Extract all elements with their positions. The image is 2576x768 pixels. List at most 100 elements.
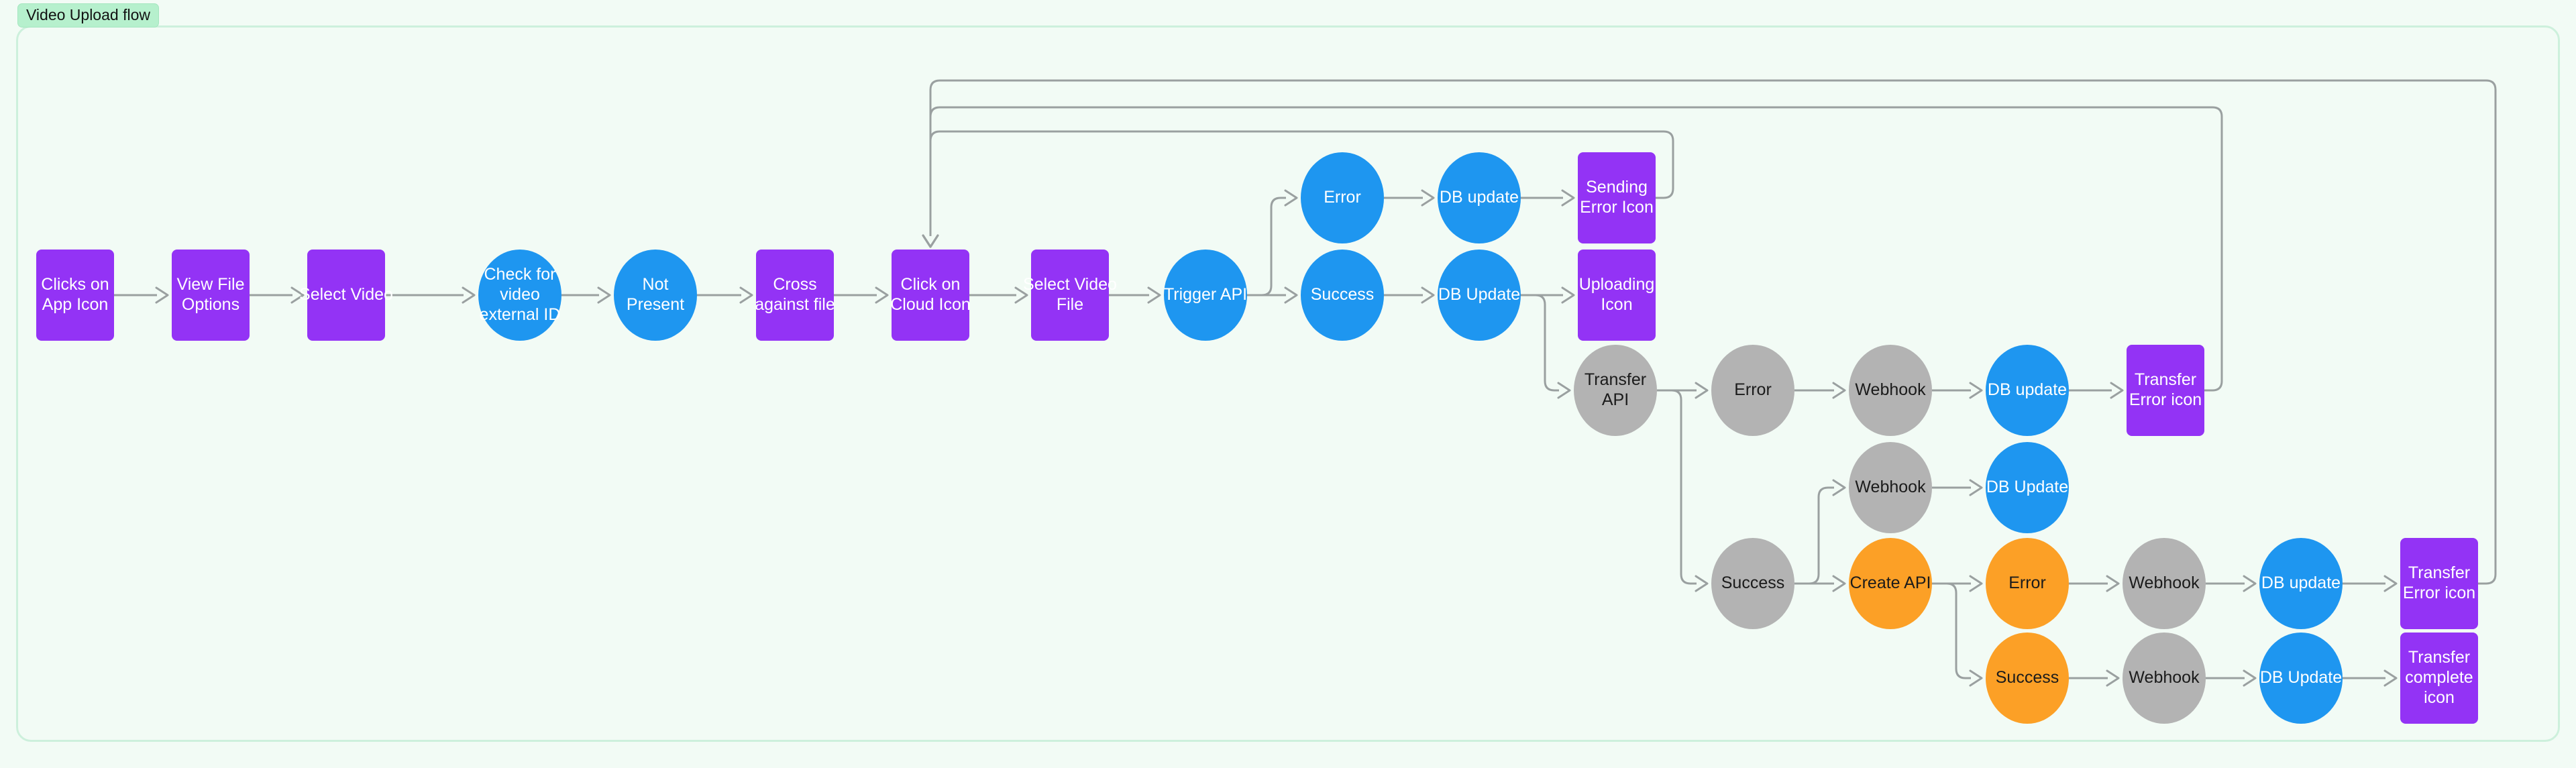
node-label: Webhook	[1855, 380, 1926, 399]
flow-node[interactable]: DB update	[1438, 152, 1521, 243]
flow-node[interactable]: Success	[1301, 250, 1384, 341]
node-shape-rect	[756, 250, 834, 341]
arrowhead	[1561, 286, 1575, 304]
node-label: Webhook	[2129, 668, 2200, 687]
arrowhead	[1832, 575, 1846, 592]
node-shape-rect	[1031, 250, 1109, 341]
flow-node[interactable]: Create API	[1849, 538, 1932, 629]
edge	[1521, 294, 1559, 392]
edge	[929, 106, 2223, 392]
arrowhead	[1557, 382, 1571, 399]
flow-node[interactable]: Webhook	[2123, 633, 2206, 724]
arrowhead	[1284, 189, 1298, 207]
node-shape-ellipse	[478, 250, 561, 341]
flow-node[interactable]: DB update	[1986, 345, 2069, 436]
arrowhead	[2110, 382, 2124, 399]
arrowhead	[1969, 669, 1983, 687]
flow-node[interactable]: Trigger API	[1164, 250, 1247, 341]
arrowhead	[875, 286, 889, 304]
node-label: Select Video	[299, 285, 393, 304]
edge	[1657, 389, 1697, 585]
node-label: Webhook	[2129, 573, 2200, 592]
flow-node[interactable]: Webhook	[1849, 345, 1932, 436]
node-label: Success	[1311, 285, 1374, 304]
node-label: Webhook	[1855, 478, 1926, 496]
node-shape-ellipse	[1438, 250, 1521, 341]
flow-node[interactable]: Webhook	[1849, 442, 1932, 533]
node-label: DB Update	[2260, 668, 2342, 687]
edge	[1932, 582, 1971, 679]
board-title[interactable]: Video Upload flow	[17, 3, 159, 28]
flow-node[interactable]: Error	[1301, 152, 1384, 243]
edge	[929, 79, 2497, 585]
arrowhead	[1421, 286, 1435, 304]
flow-node[interactable]: DB Update	[1986, 442, 2069, 533]
node-shape-rect	[2127, 345, 2204, 436]
arrowhead	[922, 234, 939, 248]
flow-node[interactable]: Select Video	[299, 250, 393, 341]
flow-node[interactable]: DB Update	[1438, 250, 1521, 341]
arrowhead	[1695, 575, 1709, 592]
flow-node[interactable]: DB update	[2259, 538, 2343, 629]
arrowhead	[739, 286, 753, 304]
arrowhead	[1561, 189, 1575, 207]
arrowhead	[2106, 575, 2120, 592]
arrowhead	[1421, 189, 1435, 207]
node-label: DB Update	[1986, 478, 2068, 496]
flow-node[interactable]: Webhook	[2123, 538, 2206, 629]
arrowhead	[1832, 479, 1846, 496]
arrowhead	[2383, 669, 2398, 687]
node-label: Trigger API	[1164, 285, 1247, 304]
node-shape-rect	[1578, 152, 1656, 243]
edge-layer	[114, 79, 2497, 687]
flow-node[interactable]: Success	[1711, 538, 1794, 629]
node-shape-ellipse	[1711, 345, 1794, 436]
node-shape-rect	[36, 250, 114, 341]
flow-node[interactable]: Error	[1986, 538, 2069, 629]
node-label: DB update	[2261, 573, 2341, 592]
arrowhead	[1695, 382, 1709, 399]
node-shape-ellipse	[1849, 442, 1932, 533]
arrowhead	[1147, 286, 1161, 304]
node-shape-ellipse	[1438, 152, 1521, 243]
node-shape-ellipse	[1986, 538, 2069, 629]
node-label: Error	[1324, 188, 1361, 207]
node-shape-rect	[892, 250, 969, 341]
flow-node[interactable]: DB Update	[2259, 633, 2343, 724]
flow-node[interactable]: Success	[1986, 633, 2069, 724]
arrowhead	[1832, 382, 1846, 399]
arrowhead	[1014, 286, 1028, 304]
arrowhead	[597, 286, 611, 304]
node-label: Success	[1996, 668, 2059, 687]
node-shape-rect	[172, 250, 250, 341]
flow-node[interactable]: Error	[1711, 345, 1794, 436]
node-shape-ellipse	[1301, 250, 1384, 341]
arrowhead	[1969, 382, 1983, 399]
arrowhead	[155, 286, 169, 304]
